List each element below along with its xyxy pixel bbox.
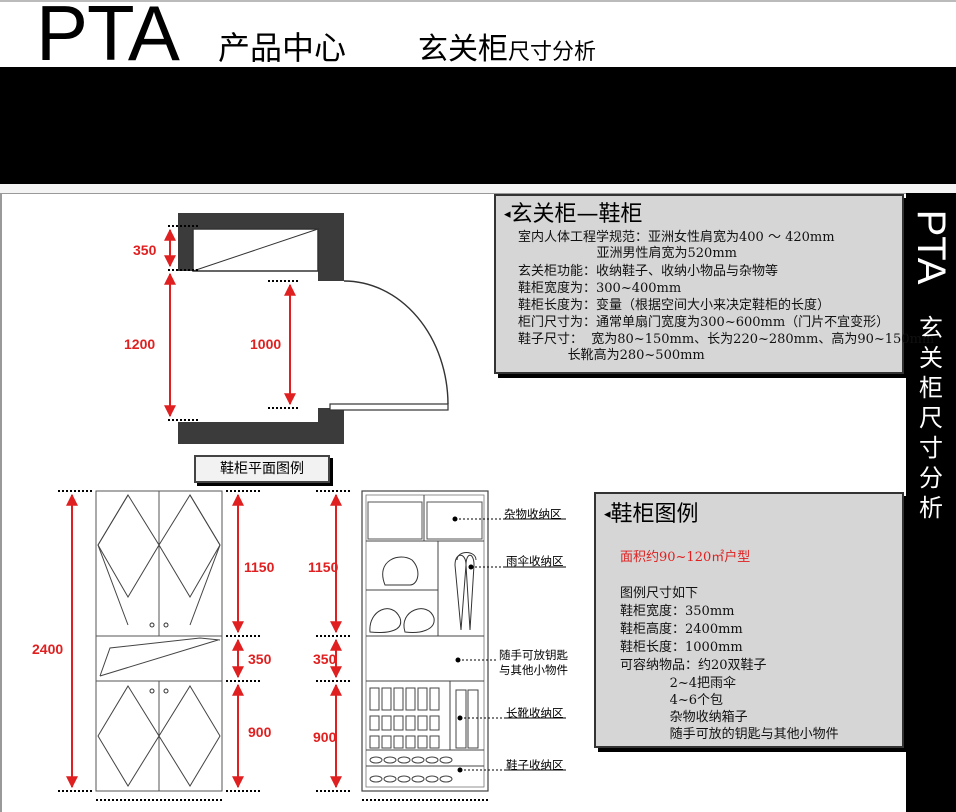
side-title-char: 分	[919, 464, 943, 492]
side-title: 玄 关 柜 尺 寸 分 析	[906, 313, 956, 523]
page-title-sub: 尺寸分析	[508, 40, 597, 65]
plan-wall-bottom-right	[318, 408, 344, 424]
spec-line: 亚洲男性肩宽为520mm	[518, 246, 737, 261]
example-line: 2~4把雨伞	[620, 676, 737, 691]
example-line: 随手可放的钥匙与其他小物件	[620, 727, 839, 742]
panel-title: ◂玄关柜—鞋柜	[504, 202, 643, 227]
dim-upper-height: 1150	[244, 559, 275, 575]
spec-line: 室内人体工程学规范：亚洲女性肩宽为400 ～ 420mm	[518, 230, 835, 245]
shoe-cabinet-spec-panel: ◂玄关柜—鞋柜 室内人体工程学规范：亚洲女性肩宽为400 ～ 420mm 亚洲男…	[494, 194, 934, 374]
brand-logo: PTA	[36, 0, 180, 77]
dim-section-upper: 1150	[308, 559, 339, 575]
side-title-bar: PTA 玄 关 柜 尺 寸 分 析	[906, 193, 956, 812]
plan-wall-bottom	[178, 422, 344, 444]
spec-line: 玄关柜功能：收纳鞋子、收纳小物品与杂物等	[518, 264, 779, 279]
callout-shoes-storage: 鞋子收纳区	[506, 758, 564, 772]
spec-line: 鞋柜长度为：变量（根据空间大小来决定鞋柜的长度）	[518, 298, 831, 313]
dim-total-height: 2400	[32, 641, 64, 657]
callout-keys-line2: 与其他小物件	[499, 663, 568, 677]
cabinet-example-panel: ◂鞋柜图例 面积约90~120㎡户型 图例尺寸如下 鞋柜宽度：350mm 鞋柜高…	[594, 492, 904, 748]
plan-view	[164, 213, 449, 444]
example-line: 可容纳物品：约20双鞋子	[620, 658, 767, 673]
callout-umbrella-storage: 雨伞收纳区	[506, 554, 564, 568]
section-view	[316, 490, 566, 801]
example-line: 杂物收纳箱子	[620, 710, 748, 725]
area-note: 面积约90~120㎡户型	[620, 550, 751, 565]
example-line: 图例尺寸如下	[620, 586, 699, 601]
dim-lower-height: 900	[248, 724, 272, 740]
plan-wall-right	[318, 213, 344, 281]
callout-keys-line1: 随手可放钥匙	[499, 648, 568, 662]
dim-section-lower: 900	[313, 729, 337, 745]
plan-cabinet-top	[192, 228, 319, 272]
frame-rule	[0, 184, 956, 194]
frame-left-rule	[0, 193, 2, 812]
dim-plan-depth: 350	[133, 242, 157, 258]
dim-section-middle: 350	[313, 651, 337, 667]
example-line: 鞋柜高度：2400mm	[620, 622, 743, 637]
dim-plan-door: 1000	[250, 336, 282, 352]
panel-title: ◂鞋柜图例	[604, 502, 699, 527]
callout-boots-storage: 长靴收纳区	[506, 706, 564, 720]
front-elevation	[58, 490, 262, 801]
plan-cabinet-diagonal	[192, 228, 319, 272]
plan-door-leaf	[329, 403, 449, 411]
plan-wall-left	[178, 213, 193, 271]
section-title: 产品中心	[218, 29, 347, 67]
side-title-char: 柜	[919, 374, 943, 402]
top-rule	[0, 0, 956, 2]
spec-line: 柜门尺寸为：通常单扇门宽度为300~600mm（门片不宜变形）	[518, 315, 890, 330]
plan-wall-top	[178, 213, 344, 229]
spec-line: 鞋子尺寸： 宽为80~150mm、长为220~280mm、高为90~150mm	[518, 332, 935, 347]
example-line: 鞋柜长度：1000mm	[620, 640, 743, 655]
page-title-main: 玄关柜	[418, 32, 508, 67]
panel-title-text: 玄关柜—鞋柜	[510, 202, 643, 227]
example-line: 鞋柜宽度：350mm	[620, 604, 735, 619]
dim-plan-opening: 1200	[124, 336, 156, 352]
side-title-char: 寸	[919, 434, 943, 462]
plan-door-swing	[343, 280, 449, 405]
side-title-char: 析	[919, 494, 943, 522]
side-title-char: 玄	[919, 314, 943, 342]
spec-line: 长靴高为280~500mm	[518, 348, 705, 363]
page-title: 玄关柜尺寸分析	[418, 30, 596, 73]
callout-misc-storage: 杂物收纳区	[504, 507, 562, 521]
header-band	[0, 67, 956, 184]
side-title-char: 尺	[919, 404, 943, 432]
dim-middle-height: 350	[248, 651, 272, 667]
example-line: 4~6个包	[620, 693, 724, 708]
plan-legend-label: 鞋柜平面图例	[194, 455, 330, 483]
panel-title-text: 鞋柜图例	[610, 502, 699, 527]
side-title-char: 关	[919, 344, 943, 372]
spec-line: 鞋柜宽度为：300~400mm	[518, 281, 682, 296]
